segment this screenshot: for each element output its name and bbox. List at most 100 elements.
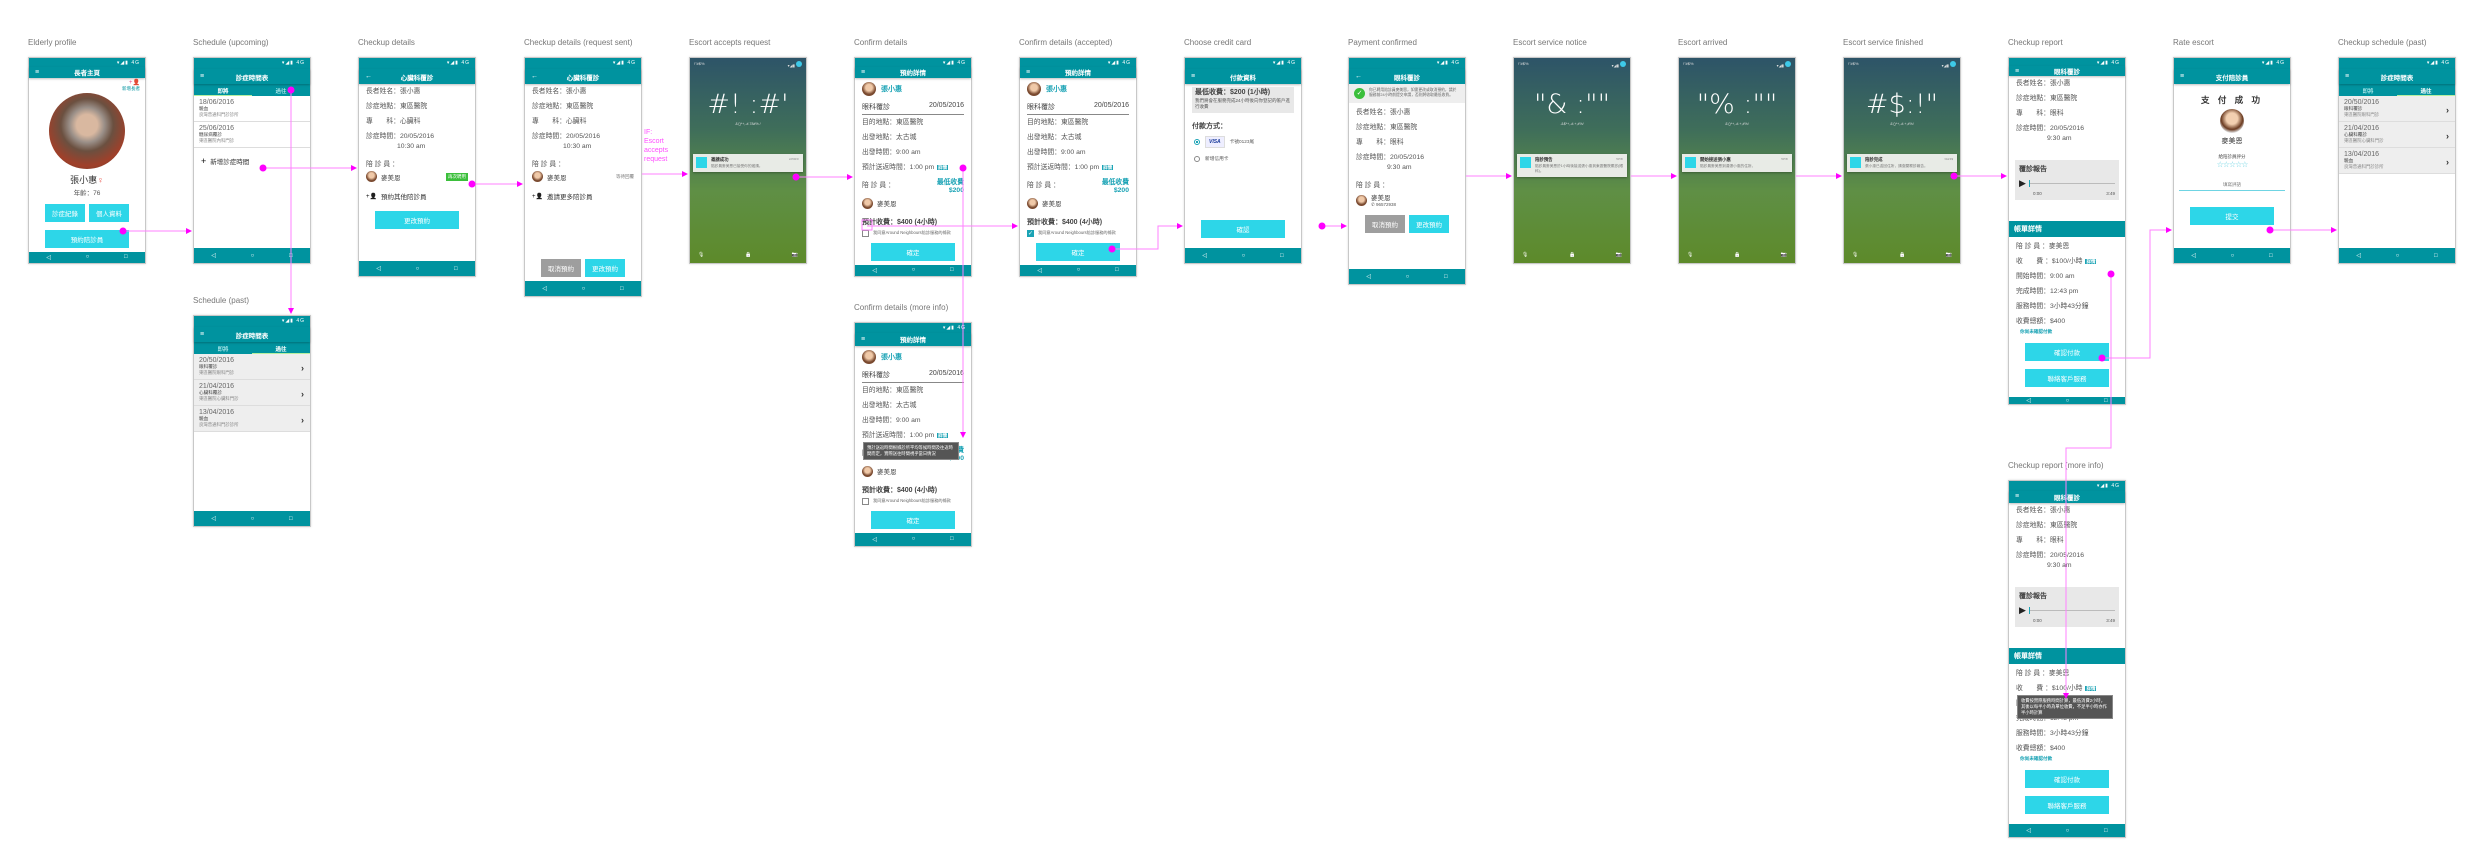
- recents-nav-icon[interactable]: □: [1115, 267, 1119, 274]
- back-nav-icon[interactable]: ◁: [872, 267, 877, 274]
- star-icon[interactable]: ☆: [2222, 160, 2230, 169]
- button-確認付款[interactable]: 確認付款: [2025, 770, 2109, 789]
- home-nav-icon[interactable]: ○: [911, 267, 916, 274]
- recents-nav-icon[interactable]: □: [124, 254, 128, 261]
- notification-card[interactable]: 開始接送張小惠陪診員麥美恩到達張小惠的住所。50"#\: [1682, 154, 1792, 172]
- tab-upcoming[interactable]: 即將: [194, 84, 252, 96]
- recents-nav-icon[interactable]: □: [2104, 397, 2108, 404]
- back-arrow-icon[interactable]: ←: [531, 73, 538, 80]
- back-nav-icon[interactable]: ◁: [376, 266, 381, 272]
- star-icon[interactable]: ☆: [2241, 160, 2248, 169]
- menu-icon[interactable]: ≡: [1026, 68, 1031, 76]
- recents-nav-icon[interactable]: □: [950, 536, 954, 543]
- mic-icon[interactable]: 🎙: [1687, 252, 1694, 258]
- notification-card[interactable]: 陪診完成張小惠已返回住所，請查閱覆診報告。%&'#$: [1847, 154, 1957, 172]
- button-個人資料[interactable]: 個人資料: [89, 203, 129, 222]
- escort-phone[interactable]: ✆ 96572938: [1371, 202, 1396, 208]
- recents-nav-icon[interactable]: □: [1280, 252, 1284, 259]
- tab-past[interactable]: 過往: [252, 342, 310, 354]
- home-nav-icon[interactable]: ○: [581, 285, 586, 292]
- recents-nav-icon[interactable]: □: [2104, 827, 2108, 834]
- notification-card[interactable]: 邀請成功陪診員麥美恩已接受你的邀請。10%FC: [693, 154, 803, 172]
- button-確定[interactable]: 確定: [871, 510, 955, 529]
- recents-nav-icon[interactable]: □: [2269, 252, 2273, 259]
- button-診症紀錄[interactable]: 診症紀錄: [45, 203, 85, 222]
- back-nav-icon[interactable]: ◁: [2191, 253, 2196, 259]
- back-nav-icon[interactable]: ◁: [542, 286, 547, 292]
- back-nav-icon[interactable]: ◁: [2026, 398, 2031, 404]
- back-nav-icon[interactable]: ◁: [1202, 253, 1207, 259]
- slider-handle[interactable]: [2028, 180, 2031, 187]
- escort-person[interactable]: 麥美恩等待回覆: [525, 168, 641, 185]
- button-聯絡客戶服務[interactable]: 聯絡客戶服務: [2025, 796, 2109, 815]
- add-elderly-button[interactable]: +👤新增長者: [29, 78, 145, 91]
- play-icon[interactable]: ▶: [2019, 605, 2026, 616]
- menu-icon[interactable]: ≡: [2015, 493, 2020, 501]
- audio-progress-slider[interactable]: [2028, 180, 2115, 187]
- user-avatar-icon[interactable]: [1785, 61, 1791, 67]
- escort-person[interactable]: 麥美恩: [855, 463, 971, 480]
- mic-icon[interactable]: 🎙: [1522, 252, 1529, 258]
- terms-checkbox[interactable]: ✓: [1027, 229, 1034, 237]
- home-nav-icon[interactable]: ○: [250, 515, 255, 522]
- notification-card[interactable]: 陪診預告陪診員麥美恩於1小時後接送張小惠到東區醫院覆診(眼科)。50"#\: [1517, 154, 1627, 177]
- menu-icon[interactable]: ≡: [861, 335, 866, 343]
- back-nav-icon[interactable]: ◁: [211, 253, 216, 259]
- camera-icon[interactable]: 📷: [1945, 252, 1952, 258]
- escort-person[interactable]: 麥美恩再次聘用: [359, 168, 475, 185]
- payment-option[interactable]: 新增信用卡: [1185, 152, 1301, 166]
- recents-nav-icon[interactable]: □: [454, 265, 458, 272]
- terms-agreement[interactable]: 我同意Around Neighbours陪診服務的條款: [855, 496, 971, 507]
- action-add-person[interactable]: +👤預約其他陪診員: [359, 185, 475, 207]
- user-avatar-icon[interactable]: [1620, 61, 1626, 67]
- menu-icon[interactable]: ≡: [2180, 73, 2185, 80]
- button-確定[interactable]: 確定: [871, 242, 955, 261]
- mic-icon[interactable]: 🎙: [698, 252, 705, 258]
- escort-person[interactable]: 麥美恩: [855, 195, 971, 212]
- home-nav-icon[interactable]: ○: [415, 265, 420, 272]
- camera-icon[interactable]: 📷: [1615, 252, 1622, 258]
- terms-checkbox[interactable]: [862, 497, 869, 505]
- recents-nav-icon[interactable]: □: [950, 267, 954, 274]
- back-nav-icon[interactable]: ◁: [2356, 253, 2361, 259]
- home-nav-icon[interactable]: ○: [2065, 827, 2070, 834]
- camera-icon[interactable]: 📷: [791, 252, 798, 258]
- details-link[interactable]: 詳情: [937, 164, 949, 170]
- radio-button[interactable]: [1194, 156, 1200, 162]
- rehire-badge[interactable]: 再次聘用: [446, 172, 468, 181]
- user-avatar-icon[interactable]: [796, 61, 802, 67]
- user-avatar-icon[interactable]: [1950, 61, 1956, 67]
- action-plus[interactable]: +新增診症時間: [194, 148, 310, 174]
- recents-nav-icon[interactable]: □: [2434, 252, 2438, 259]
- slider-handle[interactable]: [2028, 607, 2031, 615]
- tab-upcoming[interactable]: 即將: [2362, 89, 2374, 95]
- button-提交[interactable]: 提交: [2190, 207, 2274, 225]
- camera-icon[interactable]: 📷: [1780, 252, 1787, 258]
- home-nav-icon[interactable]: ○: [85, 254, 90, 261]
- lock-icon[interactable]: 🔒: [744, 252, 752, 258]
- escort-person[interactable]: 麥美恩: [1020, 195, 1136, 212]
- menu-icon[interactable]: ≡: [2345, 73, 2350, 80]
- back-arrow-icon[interactable]: ←: [1355, 73, 1362, 80]
- star-icon[interactable]: ☆: [2235, 160, 2242, 169]
- home-nav-icon[interactable]: ○: [2230, 252, 2235, 259]
- details-link[interactable]: 詳情: [2085, 686, 2097, 692]
- home-nav-icon[interactable]: ○: [250, 252, 255, 259]
- recents-nav-icon[interactable]: □: [620, 285, 624, 292]
- button-取消預約[interactable]: 取消預約: [541, 259, 581, 277]
- back-nav-icon[interactable]: ◁: [1037, 267, 1042, 274]
- back-arrow-icon[interactable]: ←: [365, 73, 372, 80]
- button-預約陪診員[interactable]: 預約陪診員: [45, 229, 129, 248]
- escort-person[interactable]: 麥美恩✆ 96572938: [1349, 189, 1465, 211]
- button-確認[interactable]: 確認: [1201, 220, 1285, 238]
- tab-upcoming[interactable]: 即將: [217, 347, 229, 353]
- button-確定[interactable]: 確定: [1036, 242, 1120, 261]
- button-聯絡客戶服務[interactable]: 聯絡客戶服務: [2025, 369, 2109, 387]
- details-link[interactable]: 詳情: [937, 432, 949, 438]
